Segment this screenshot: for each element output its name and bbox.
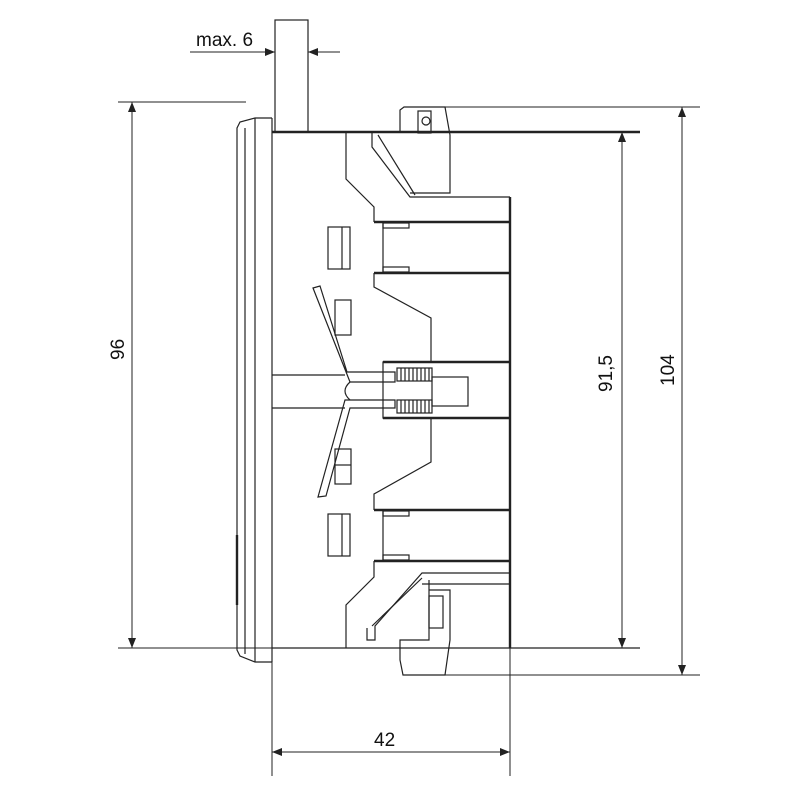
dimension-depth — [271, 648, 511, 776]
dimension-label-housing-height: 91,5 — [596, 355, 617, 392]
bottom-terminal — [366, 572, 510, 676]
housing — [271, 118, 640, 662]
dimension-front-height — [118, 101, 272, 649]
dimension-label-total-height: 104 — [658, 354, 679, 386]
top-terminal — [371, 106, 510, 198]
mounting-panel — [274, 19, 309, 133]
center-connector — [382, 360, 511, 420]
mounting-clamp — [312, 285, 396, 498]
dimension-label-front-height: 96 — [108, 339, 129, 360]
dimension-total-height — [445, 106, 700, 676]
front-bezel — [235, 117, 272, 663]
dimension-label-panel-thickness: max. 6 — [196, 30, 253, 51]
dimension-label-depth: 42 — [374, 730, 395, 751]
